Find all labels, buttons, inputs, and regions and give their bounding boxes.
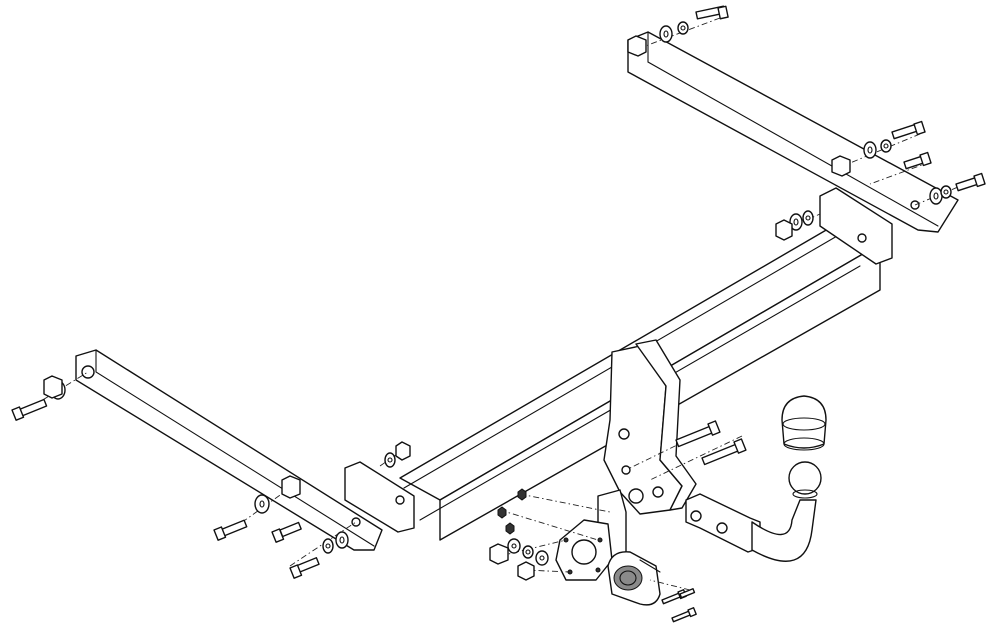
bolt-left-end <box>11 398 48 421</box>
washer <box>335 531 349 549</box>
washer <box>677 21 689 35</box>
washer <box>659 25 673 43</box>
nut-small <box>505 522 515 535</box>
bolt-top-right <box>695 5 729 20</box>
nut <box>489 543 509 565</box>
tow-ball-neck <box>685 461 822 562</box>
socket-plate <box>555 489 627 581</box>
nut <box>627 35 647 57</box>
tow-ball-cover <box>781 395 827 451</box>
washer <box>802 210 814 226</box>
nut <box>831 155 851 177</box>
bolt-left-1 <box>213 519 248 541</box>
nut-small <box>517 488 527 501</box>
washer <box>384 452 396 468</box>
nut-small <box>497 506 507 519</box>
washer <box>507 538 521 554</box>
washer <box>322 538 334 554</box>
drop-plate <box>603 339 697 515</box>
nut <box>517 561 535 581</box>
bolt-right-2 <box>903 151 932 170</box>
screw-socket-3 <box>679 588 696 599</box>
bolt-left-3 <box>289 557 320 579</box>
washer <box>522 545 534 559</box>
washer <box>254 494 270 514</box>
nut <box>43 375 63 399</box>
washer <box>940 185 952 199</box>
washer <box>880 139 892 153</box>
bolt-drop-1 <box>675 420 721 448</box>
electric-socket <box>607 551 661 606</box>
nuts <box>43 35 851 581</box>
bolts <box>11 5 986 623</box>
washer <box>929 187 943 205</box>
washer <box>863 141 877 159</box>
nut <box>775 219 793 241</box>
bolt-right-3 <box>955 172 986 192</box>
washer <box>535 550 549 566</box>
nut <box>395 441 411 461</box>
bolt-drop-2 <box>701 438 747 466</box>
screw-socket-2 <box>671 607 697 623</box>
washer <box>789 213 803 231</box>
bolt-right-1 <box>891 120 926 140</box>
bolt-left-2 <box>271 521 302 543</box>
washers <box>50 21 952 566</box>
nut <box>281 475 301 499</box>
mounting-bracket-left <box>75 349 383 551</box>
